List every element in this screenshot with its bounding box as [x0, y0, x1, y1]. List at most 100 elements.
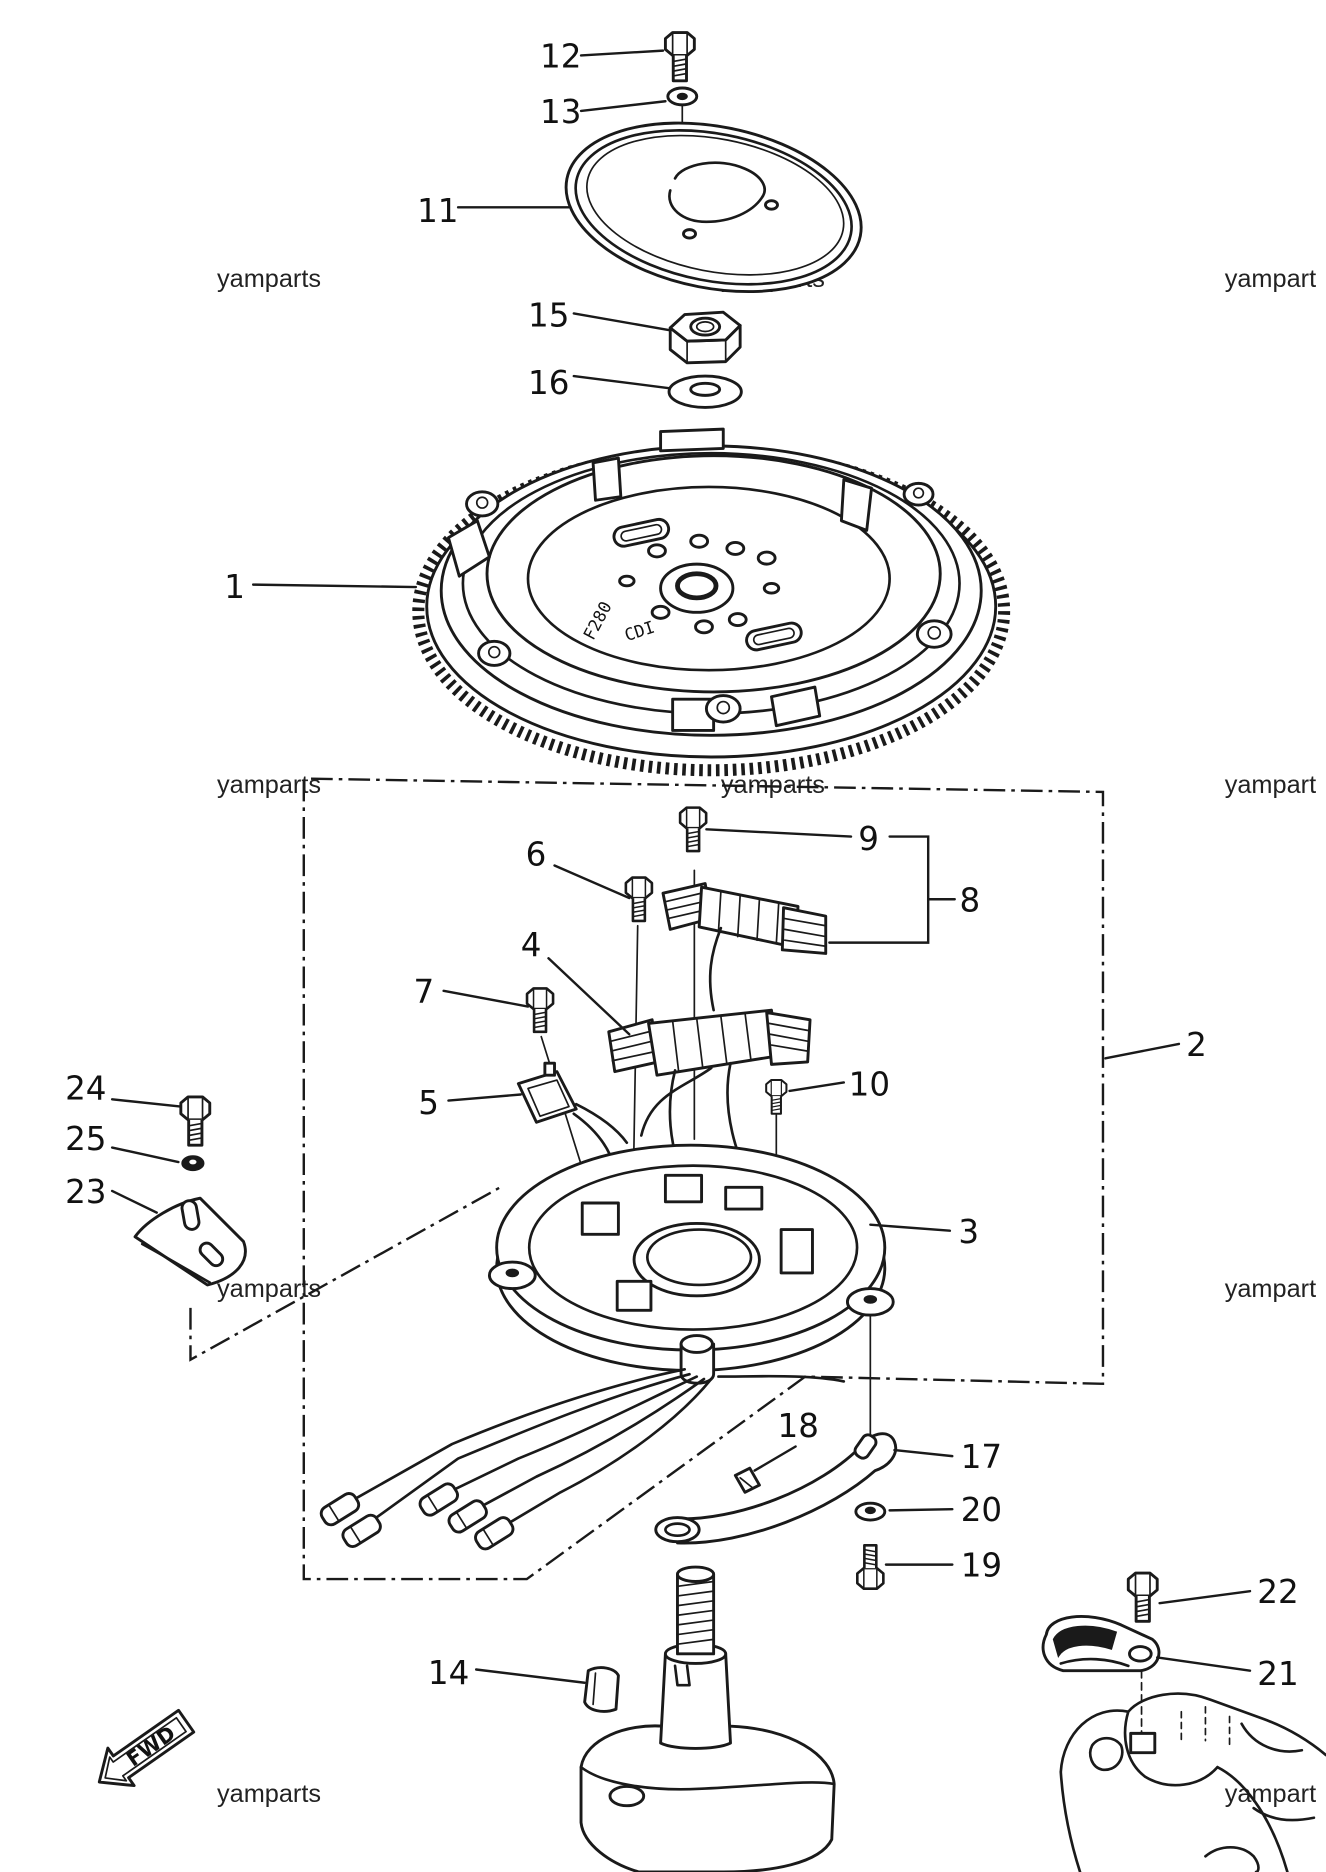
leader-line-25 [110, 1146, 180, 1164]
magnet [591, 456, 623, 502]
watermark: yampart [1225, 771, 1316, 799]
part-label-13: 13 [540, 93, 581, 131]
part-label-23: 23 [65, 1173, 106, 1211]
watermark: yampart [1225, 1275, 1316, 1303]
part-label-18: 18 [778, 1407, 819, 1445]
magnet [839, 478, 873, 532]
magnet [671, 697, 716, 732]
part-label-6: 6 [526, 835, 547, 873]
leader-line-16 [572, 374, 671, 390]
screw-9 [678, 806, 708, 853]
magnet [770, 685, 822, 728]
watermark: yampart [1225, 265, 1316, 293]
leader-line-9 [705, 828, 853, 838]
magnet [446, 519, 491, 578]
coil-mount-block [580, 1201, 620, 1236]
watermark: yamparts [217, 1275, 321, 1303]
part-label-8: 8 [960, 881, 981, 919]
charge-coil-8 [661, 882, 828, 955]
part-label-24: 24 [65, 1069, 106, 1107]
washer-20 [854, 1501, 887, 1522]
clip-18 [733, 1466, 761, 1494]
part-label-15: 15 [528, 297, 569, 335]
watermark: yampart [1225, 1780, 1316, 1808]
bolt-22 [1126, 1571, 1159, 1623]
rim-bolt [465, 490, 500, 518]
magnet [659, 427, 725, 453]
part-label-11: 11 [417, 192, 458, 230]
leader-line-20 [888, 1507, 954, 1512]
watermark: yamparts [217, 1780, 321, 1808]
flywheel-cover-plate-11 [564, 121, 863, 294]
part-label-25: 25 [65, 1120, 106, 1158]
part-label-3: 3 [958, 1213, 979, 1251]
flywheel-hub [659, 562, 735, 614]
leader-line-3 [869, 1223, 952, 1232]
leader-line-5 [447, 1093, 522, 1102]
part-label-22: 22 [1257, 1573, 1298, 1611]
leader-bracket-8 [828, 835, 930, 944]
leader-line-6 [553, 864, 631, 900]
screw-7 [525, 987, 555, 1034]
washer-13 [666, 86, 699, 107]
mount-boss [1129, 1731, 1157, 1755]
leader-line-23 [110, 1189, 158, 1214]
screw-10 [765, 1079, 788, 1115]
leader-line-21 [1156, 1656, 1252, 1672]
watermark: yamparts [217, 265, 321, 293]
part-label-19: 19 [961, 1547, 1002, 1585]
bracket-23 [133, 1196, 247, 1287]
part-label-2: 2 [1186, 1026, 1207, 1064]
leader-line-17 [893, 1448, 954, 1458]
leader-line-22 [1158, 1589, 1252, 1605]
flywheel-1: F280 CDI [412, 427, 1011, 777]
leader-line-18 [753, 1445, 797, 1472]
flywheel-slot [612, 517, 671, 548]
wire-connector [319, 1492, 361, 1527]
part-label-16: 16 [528, 364, 569, 402]
rim-bolt [704, 694, 742, 724]
part-label-21: 21 [1257, 1655, 1298, 1693]
crankshaft [579, 1565, 836, 1872]
part-label-20: 20 [961, 1491, 1002, 1529]
leader-line-24 [110, 1098, 183, 1108]
coil-mount-block [779, 1228, 814, 1275]
wire-connector [447, 1499, 488, 1534]
part-label-4: 4 [521, 926, 542, 964]
bolt-12 [663, 31, 696, 83]
bolt-24 [179, 1095, 212, 1147]
leader-line-4 [547, 957, 631, 1036]
leader-line-10 [788, 1081, 846, 1093]
leader-line-14 [474, 1668, 586, 1684]
stator-base-3 [487, 1143, 895, 1385]
screw-6 [624, 876, 654, 923]
coil-mount-block [724, 1185, 764, 1211]
mount-ear [845, 1287, 895, 1317]
engine-casting [1059, 1692, 1326, 1872]
coil-mount-block [663, 1173, 704, 1204]
washer-25 [181, 1155, 205, 1172]
part-label-12: 12 [540, 38, 581, 76]
flywheel-slot [745, 621, 803, 652]
part-label-7: 7 [413, 973, 434, 1011]
wire-connector [418, 1482, 459, 1517]
woodruff-key-14 [583, 1666, 620, 1713]
flywheel-holes [618, 533, 781, 635]
part-labels: 12 13 11 15 16 1 9 8 6 4 7 5 10 2 3 24 2… [65, 38, 1299, 1694]
leader-line-7 [442, 989, 530, 1008]
forward-direction-arrow: FWD [97, 1708, 196, 1788]
washer-16 [667, 374, 743, 409]
pulser-coil-5 [516, 1061, 629, 1157]
nut-15 [668, 310, 742, 365]
leader-line-12 [579, 49, 665, 57]
stator-lead-wires [348, 1368, 846, 1528]
watermark: yamparts [217, 771, 321, 799]
part-label-1: 1 [224, 568, 245, 606]
leader-line-15 [572, 312, 672, 332]
leader-line-1 [251, 583, 418, 589]
bolt-19 [856, 1544, 885, 1591]
rim-bolt [902, 481, 935, 507]
part-label-10: 10 [849, 1066, 890, 1104]
clamp-21 [1041, 1615, 1161, 1673]
